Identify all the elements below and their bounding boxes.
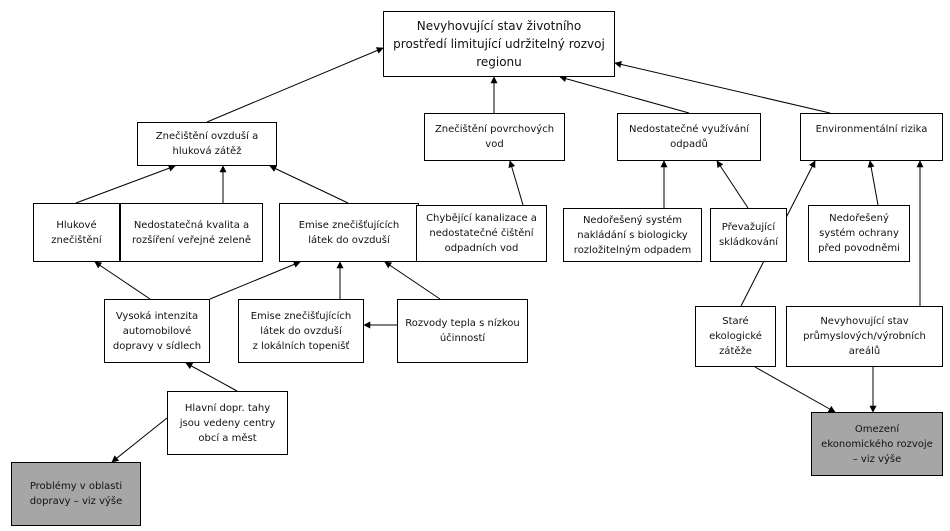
arrow-noise-to-air: [75, 164, 176, 204]
node-noise: Hlukové znečištění: [33, 203, 120, 262]
arrow-roads-to-transport: [111, 417, 168, 463]
arrow-flood-to-risk: [867, 160, 879, 206]
node-main-roads: Hlavní dopr. tahy jsou vedeny centry obc…: [167, 391, 288, 455]
node-local-heating: Emise znečišťujících látek do ovzduší z …: [238, 299, 364, 363]
node-biowaste: Nedořešený systém nakládání s biologicky…: [563, 208, 702, 262]
node-landfill: Převažující skládkování: [710, 208, 787, 262]
arrow-waste-to-root: [559, 75, 690, 114]
node-greenery: Nedostatečná kvalita a rozšíření veřejné…: [120, 203, 263, 262]
arrow-emissions-to-air: [269, 165, 349, 204]
arrow-traffic-to-noise: [94, 261, 151, 300]
node-waste-usage: Nedostatečné využívání odpadů: [617, 113, 761, 161]
node-traffic: Vysoká intenzita automobilové dopravy v …: [104, 299, 210, 363]
node-air-pollution: Znečištění ovzduší a hluková zátěž: [137, 122, 277, 166]
node-economic-limit: Omezení ekonomického rozvoje – viz výše: [811, 412, 943, 476]
node-old-burdens: Staré ekologické zátěže: [695, 306, 776, 367]
node-environmental-risks: Environmentální rizika: [800, 113, 943, 161]
arrow-air-to-root: [206, 47, 384, 123]
node-emissions: Emise znečišťujících látek do ovzduší: [279, 203, 419, 262]
node-transport-problems: Problémy v oblasti dopravy – viz výše: [11, 462, 141, 526]
arrow-old-to-econ: [754, 366, 836, 413]
arrow-landfill-to-waste: [716, 160, 749, 209]
node-flood: Nedořešený systém ochrany před povodněmi: [808, 205, 910, 262]
arrow-traffic-to-emissions: [209, 261, 301, 300]
node-heat-distribution: Rozvody tepla s nízkou účinností: [397, 299, 528, 363]
arrow-roads-to-traffic: [185, 362, 238, 392]
arrow-risk-to-root: [614, 61, 831, 114]
node-surface-water: Znečištění povrchových vod: [424, 113, 565, 161]
node-root: Nevyhovující stav životního prostředí li…: [383, 11, 615, 77]
arrow-sewer-to-water: [508, 160, 524, 206]
node-industrial: Nevyhovující stav průmyslových/výrobních…: [786, 306, 943, 367]
arrow-heat-to-emissions: [384, 261, 441, 300]
node-sewer: Chybějící kanalizace a nedostatečné čišt…: [416, 205, 547, 262]
